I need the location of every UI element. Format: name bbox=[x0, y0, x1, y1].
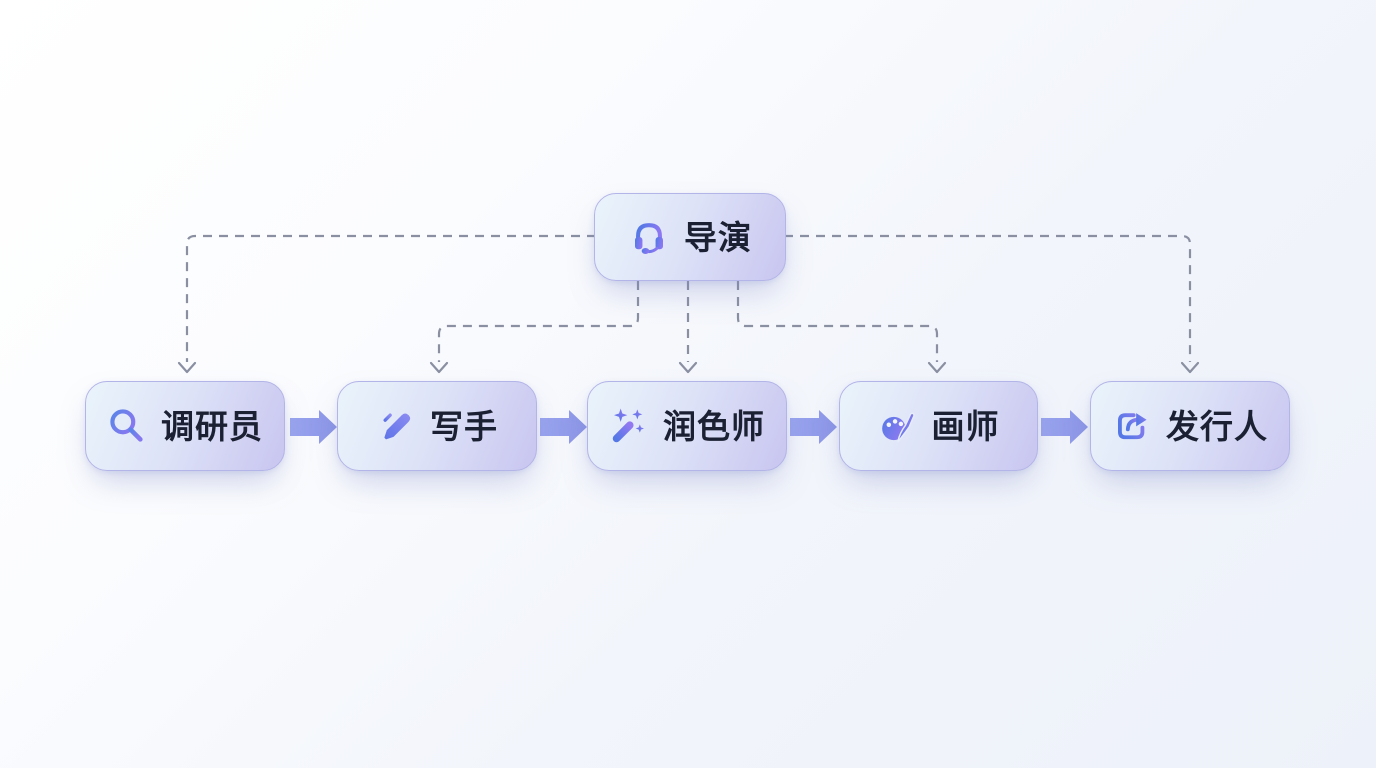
node-polisher: 润色师 bbox=[587, 381, 787, 471]
node-researcher: 调研员 bbox=[85, 381, 285, 471]
node-writer: 写手 bbox=[337, 381, 537, 471]
flow-arrow-researcher-writer bbox=[290, 410, 337, 444]
node-painter: 画师 bbox=[839, 381, 1038, 471]
arrowhead-publisher bbox=[1180, 361, 1200, 374]
node-label: 写手 bbox=[430, 407, 498, 445]
headset-icon bbox=[635, 223, 663, 254]
dashed-edge-director-researcher bbox=[185, 234, 596, 362]
arrowhead-painter bbox=[927, 361, 947, 374]
arrowhead-writer bbox=[429, 361, 449, 374]
flow-arrow-painter-publisher bbox=[1041, 410, 1088, 444]
arrowhead-researcher bbox=[177, 361, 197, 374]
node-publisher: 发行人 bbox=[1090, 381, 1290, 471]
palette-icon bbox=[881, 412, 915, 443]
flow-arrow-polisher-painter bbox=[790, 410, 837, 444]
node-label: 导演 bbox=[684, 218, 752, 256]
node-director: 导演 bbox=[594, 193, 786, 281]
magic-wand-icon bbox=[612, 408, 644, 443]
dashed-edge-director-painter bbox=[736, 281, 939, 362]
dashed-edge-director-writer bbox=[437, 281, 640, 362]
magnifier-icon bbox=[110, 409, 143, 442]
arrowhead-polisher bbox=[678, 361, 698, 374]
flow-arrow-writer-polisher bbox=[540, 410, 587, 444]
node-label: 画师 bbox=[931, 407, 1000, 445]
share-icon bbox=[1118, 413, 1147, 440]
node-label: 润色师 bbox=[663, 407, 765, 445]
dashed-edge-director-publisher bbox=[784, 234, 1192, 362]
node-label: 发行人 bbox=[1166, 407, 1268, 445]
pen-icon bbox=[383, 413, 411, 440]
node-label: 调研员 bbox=[161, 407, 263, 445]
